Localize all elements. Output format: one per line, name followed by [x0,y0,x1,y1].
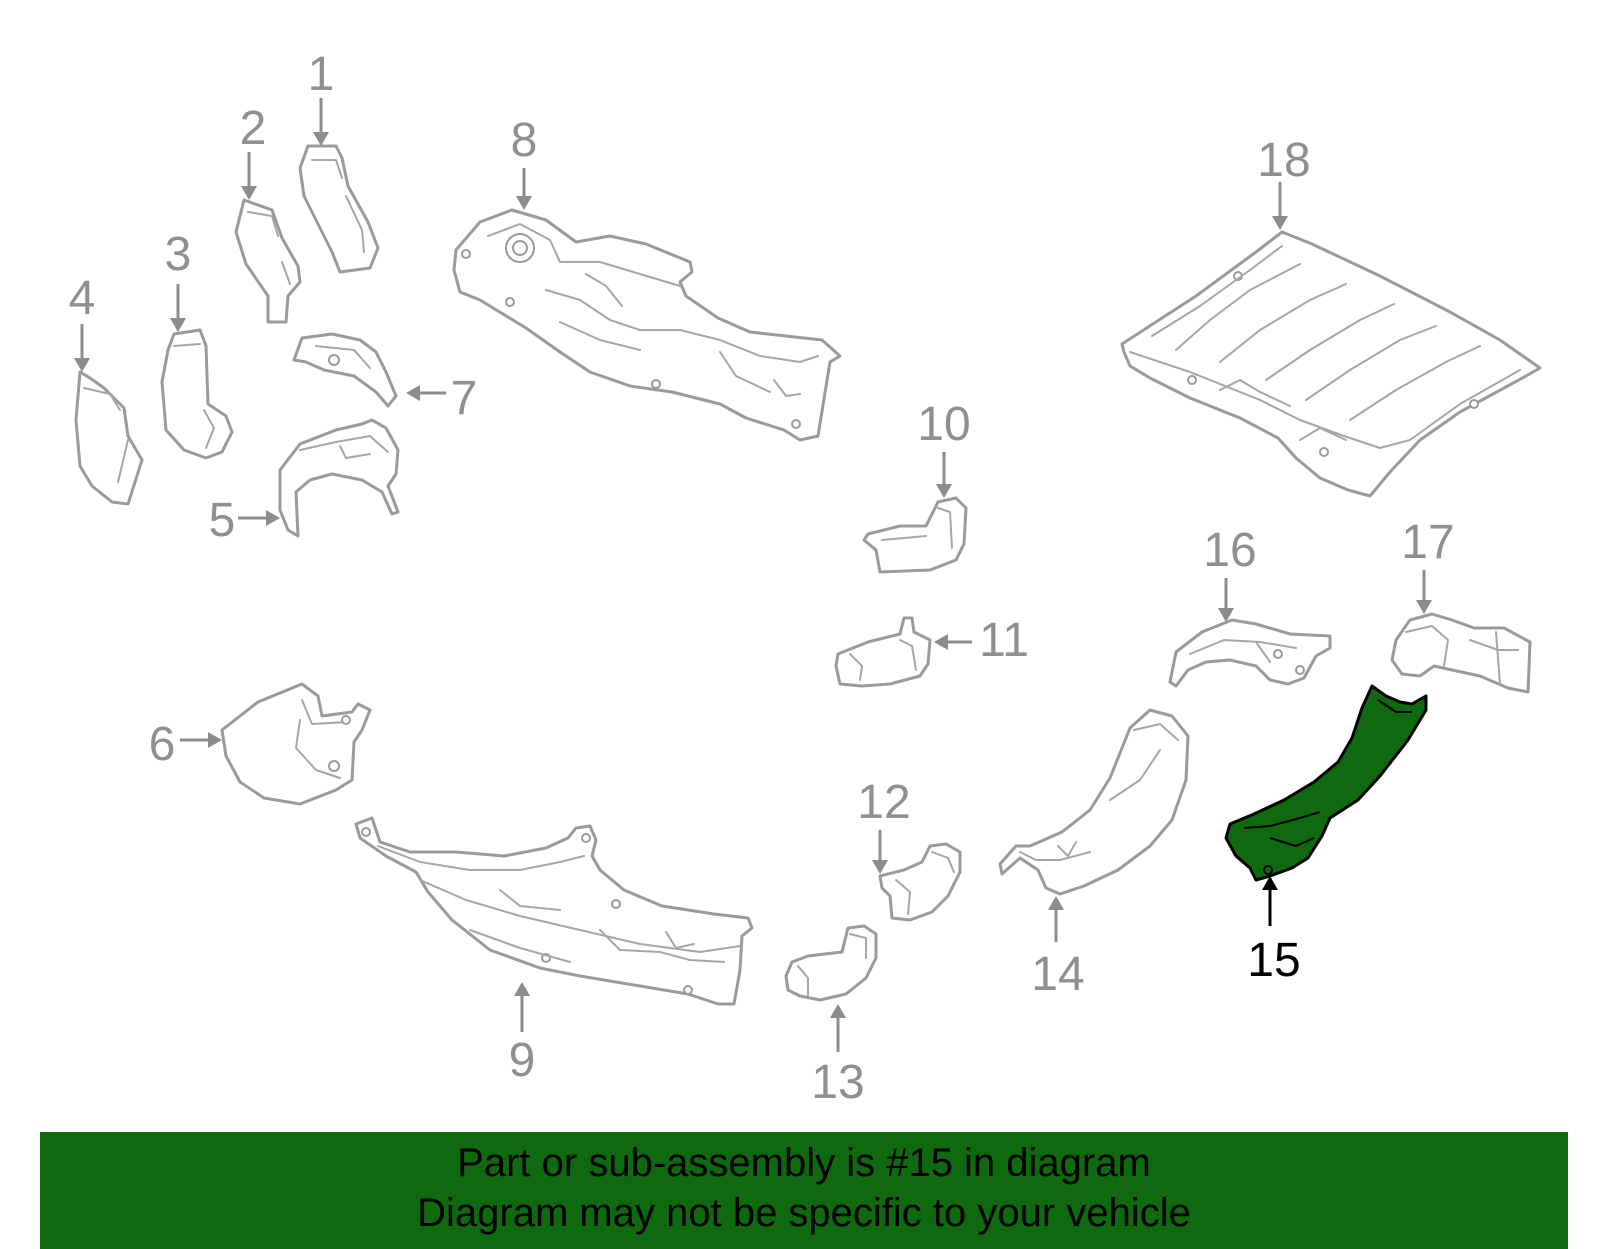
callout-4: 4 [69,272,96,325]
callout-10: 10 [917,398,970,451]
callout-6: 6 [149,718,176,771]
arrow-7 [406,385,446,401]
part-15-highlighted[interactable] [1224,684,1428,882]
callout-7: 7 [451,372,478,425]
part-7[interactable] [292,332,398,408]
part-16[interactable] [1168,618,1332,688]
arrow-6 [180,732,222,748]
callout-1: 1 [308,48,335,101]
part-11[interactable] [834,616,932,688]
part-18[interactable] [1120,230,1542,498]
part-17[interactable] [1390,612,1532,694]
arrow-1 [313,98,329,146]
arrow-15 [1262,876,1278,926]
callout-2: 2 [240,102,267,155]
arrow-3 [170,284,186,332]
part-1[interactable] [298,144,380,274]
callout-8: 8 [511,114,538,167]
arrow-18 [1272,182,1288,230]
arrow-4 [74,324,90,372]
part-12[interactable] [878,842,962,922]
part-5[interactable] [278,418,400,538]
callout-17: 17 [1401,516,1454,569]
arrow-17 [1416,570,1432,614]
info-banner: Part or sub-assembly is #15 in diagram D… [40,1132,1568,1249]
callout-5: 5 [209,494,236,547]
part-13[interactable] [784,924,878,1002]
arrow-10 [936,452,952,498]
callout-12: 12 [857,776,910,829]
arrow-8 [516,168,532,210]
part-14[interactable] [998,708,1190,896]
callout-18: 18 [1257,134,1310,187]
part-3[interactable] [160,328,234,460]
banner-line-1: Part or sub-assembly is #15 in diagram [457,1141,1151,1185]
arrow-16 [1218,578,1234,622]
callout-3: 3 [165,228,192,281]
part-4[interactable] [74,370,144,506]
callout-16: 16 [1203,524,1256,577]
arrow-9 [514,982,530,1032]
arrow-5 [238,510,280,526]
part-2[interactable] [234,198,302,324]
arrow-2 [241,152,257,200]
arrow-11 [934,634,972,650]
arrow-12 [872,830,888,874]
banner-line-2: Diagram may not be specific to your vehi… [417,1191,1191,1235]
part-6[interactable] [220,682,372,806]
arrow-14 [1048,896,1064,942]
arrow-13 [830,1004,846,1052]
callout-15: 15 [1247,934,1300,987]
part-9[interactable] [354,816,754,1006]
parts-diagram: 1 2 3 4 5 [69,48,1542,1109]
callout-11: 11 [979,614,1029,667]
callout-13: 13 [811,1056,864,1109]
callout-14: 14 [1031,948,1084,1001]
callout-9: 9 [509,1034,536,1087]
part-10[interactable] [862,496,968,574]
part-8[interactable] [452,208,842,442]
